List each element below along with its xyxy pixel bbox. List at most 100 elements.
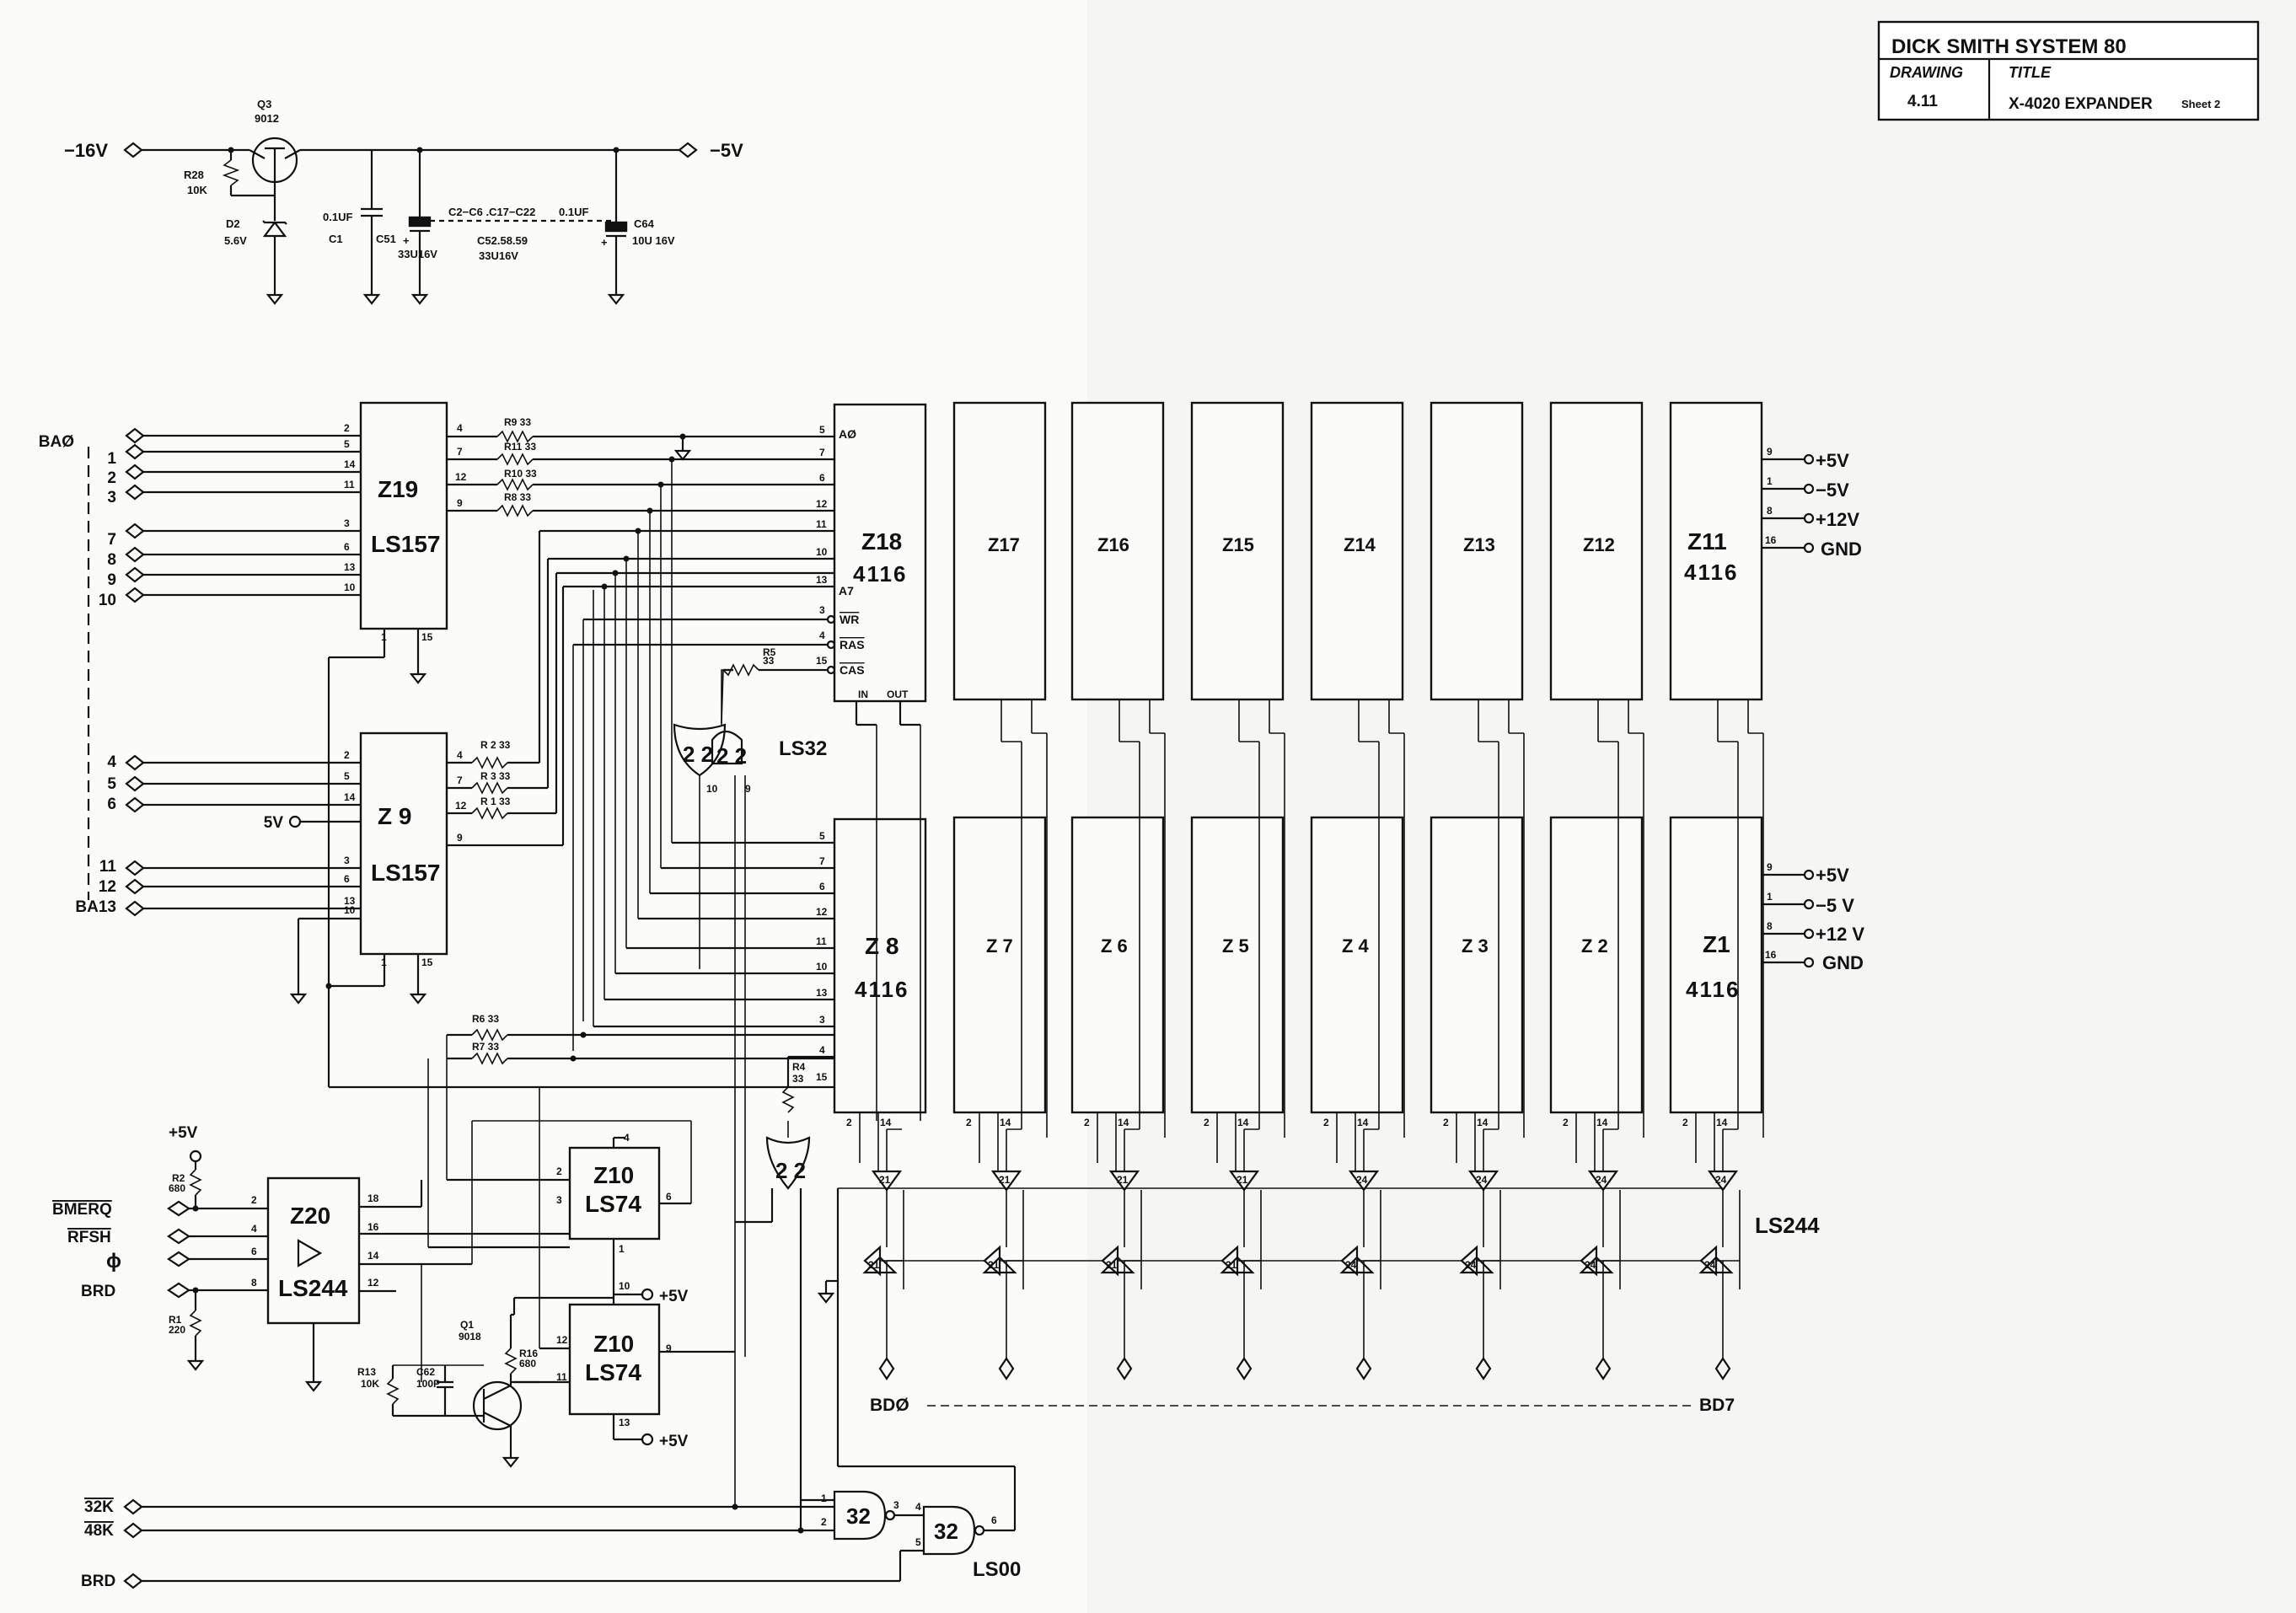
svg-text:15: 15 — [421, 631, 433, 643]
svg-text:10: 10 — [816, 961, 828, 973]
svg-text:C64: C64 — [634, 217, 655, 230]
svg-text:R1: R1 — [169, 1314, 182, 1326]
svg-text:WR: WR — [840, 613, 859, 626]
svg-text:R5: R5 — [763, 646, 776, 658]
chip-z12 — [1549, 401, 1644, 701]
buffer-top — [1707, 1170, 1739, 1192]
svg-text:15: 15 — [816, 655, 828, 667]
svg-text:+: + — [403, 234, 410, 247]
svg-text:OUT: OUT — [887, 689, 909, 700]
input-diamond — [125, 775, 145, 792]
svg-text:IN: IN — [858, 689, 868, 700]
buffer-bottom-body — [1579, 1256, 1614, 1274]
svg-text:C2−C6 .C17−C22: C2−C6 .C17−C22 — [448, 206, 535, 218]
svg-text:12: 12 — [816, 906, 828, 918]
svg-text:6: 6 — [819, 472, 825, 484]
regulator-circuit: −16V −5V Q3 9012 R28 10K D2 5.6V 0.1UF C… — [64, 98, 743, 305]
svg-text:9: 9 — [745, 783, 751, 795]
z18-control: AØ A7 WR RAS CAS IN OUT R5 33 2 2 LS32 — [572, 427, 921, 1121]
svg-text:BRD: BRD — [81, 1283, 115, 1300]
svg-text:12: 12 — [455, 800, 467, 812]
svg-text:4116: 4116 — [853, 561, 907, 587]
svg-text:16: 16 — [1765, 534, 1777, 546]
pin-number: 14 — [1477, 1117, 1489, 1128]
pin-number: 14 — [1716, 1117, 1728, 1128]
ls244-label: LS244 — [1755, 1213, 1820, 1238]
svg-text:0.1UF: 0.1UF — [559, 206, 588, 218]
svg-text:Z 2: Z 2 — [1581, 935, 1608, 957]
svg-text:10: 10 — [619, 1280, 630, 1292]
pin-number: 6 — [344, 541, 350, 553]
data-bus-diamond — [1475, 1357, 1492, 1380]
svg-text:12: 12 — [99, 878, 116, 896]
pin-number: 2 — [846, 1117, 852, 1128]
svg-text:GND: GND — [1822, 952, 1864, 973]
buffer-top — [1228, 1170, 1260, 1192]
drawing-title: X-4020 EXPANDER — [2009, 95, 2153, 113]
svg-text:7: 7 — [819, 855, 825, 867]
svg-text:6: 6 — [666, 1191, 672, 1203]
svg-text:R13: R13 — [357, 1366, 376, 1378]
svg-text:10U 16V: 10U 16V — [632, 234, 675, 247]
buffer-bottom-body — [862, 1256, 898, 1274]
buffer-top-label: 21 — [1237, 1174, 1248, 1186]
svg-text:2: 2 — [556, 1166, 562, 1177]
svg-text:3: 3 — [556, 1194, 562, 1206]
chip-z8 — [833, 817, 927, 1114]
buffer-top — [1108, 1170, 1140, 1192]
buffer-bottom-body — [1698, 1256, 1734, 1274]
svg-text:+5V: +5V — [659, 1433, 689, 1450]
svg-text:Z17: Z17 — [988, 534, 1020, 555]
pin-number: 13 — [344, 895, 356, 907]
data-bus-diamond — [1236, 1357, 1253, 1380]
pin-number: 2 — [1682, 1117, 1688, 1128]
svg-text:33U16V: 33U16V — [479, 249, 518, 262]
chip-z17 — [952, 401, 1047, 701]
svg-text:Z12: Z12 — [1583, 534, 1615, 555]
svg-text:1: 1 — [107, 450, 116, 468]
svg-text:7: 7 — [457, 774, 463, 786]
svg-text:7: 7 — [107, 531, 116, 549]
svg-text:4: 4 — [915, 1501, 921, 1513]
chip-z15 — [1190, 401, 1285, 701]
svg-text:RAS: RAS — [840, 638, 865, 651]
pin-number: 2 — [1084, 1117, 1090, 1128]
svg-text:C52.58.59: C52.58.59 — [477, 234, 528, 247]
svg-text:2 2: 2 2 — [775, 1158, 806, 1183]
svg-text:Z 9: Z 9 — [378, 803, 411, 829]
pin-number: 2 — [344, 749, 350, 761]
buffer-top — [871, 1170, 903, 1192]
svg-text:−5 V: −5 V — [1816, 895, 1854, 916]
pin-number: 10 — [344, 581, 356, 593]
buffer-top-label: 21 — [1117, 1174, 1129, 1186]
drawing-label: DRAWING — [1890, 64, 1963, 81]
svg-text:BMERQ: BMERQ — [52, 1201, 112, 1219]
buffer-bottom-label: 21 — [1226, 1259, 1237, 1271]
svg-text:2 2: 2 2 — [683, 742, 713, 767]
svg-text:13: 13 — [816, 574, 828, 586]
svg-text:8: 8 — [107, 551, 116, 569]
svg-text:9018: 9018 — [459, 1331, 481, 1342]
buffer-bottom-body — [1220, 1256, 1255, 1274]
svg-text:11: 11 — [816, 935, 827, 947]
svg-text:Z 3: Z 3 — [1462, 935, 1489, 957]
rail-minus5v: −5V — [710, 140, 743, 161]
svg-text:C51: C51 — [376, 233, 396, 245]
pin-number: 14 — [1000, 1117, 1011, 1128]
chip-z6 — [1070, 816, 1165, 1114]
svg-text:R2: R2 — [172, 1172, 185, 1184]
svg-text:2: 2 — [821, 1516, 827, 1528]
svg-text:Z18: Z18 — [861, 528, 902, 555]
data-bus-diamond — [1595, 1357, 1612, 1380]
svg-text:A7: A7 — [839, 584, 854, 598]
page-fold-shade — [1087, 0, 2296, 1613]
svg-text:Z 7: Z 7 — [986, 935, 1013, 957]
svg-text:7: 7 — [457, 446, 463, 458]
svg-text:4116: 4116 — [1684, 560, 1738, 585]
svg-text:2: 2 — [107, 469, 116, 487]
svg-text:+5V: +5V — [659, 1288, 689, 1305]
svg-text:LS74: LS74 — [585, 1191, 641, 1217]
